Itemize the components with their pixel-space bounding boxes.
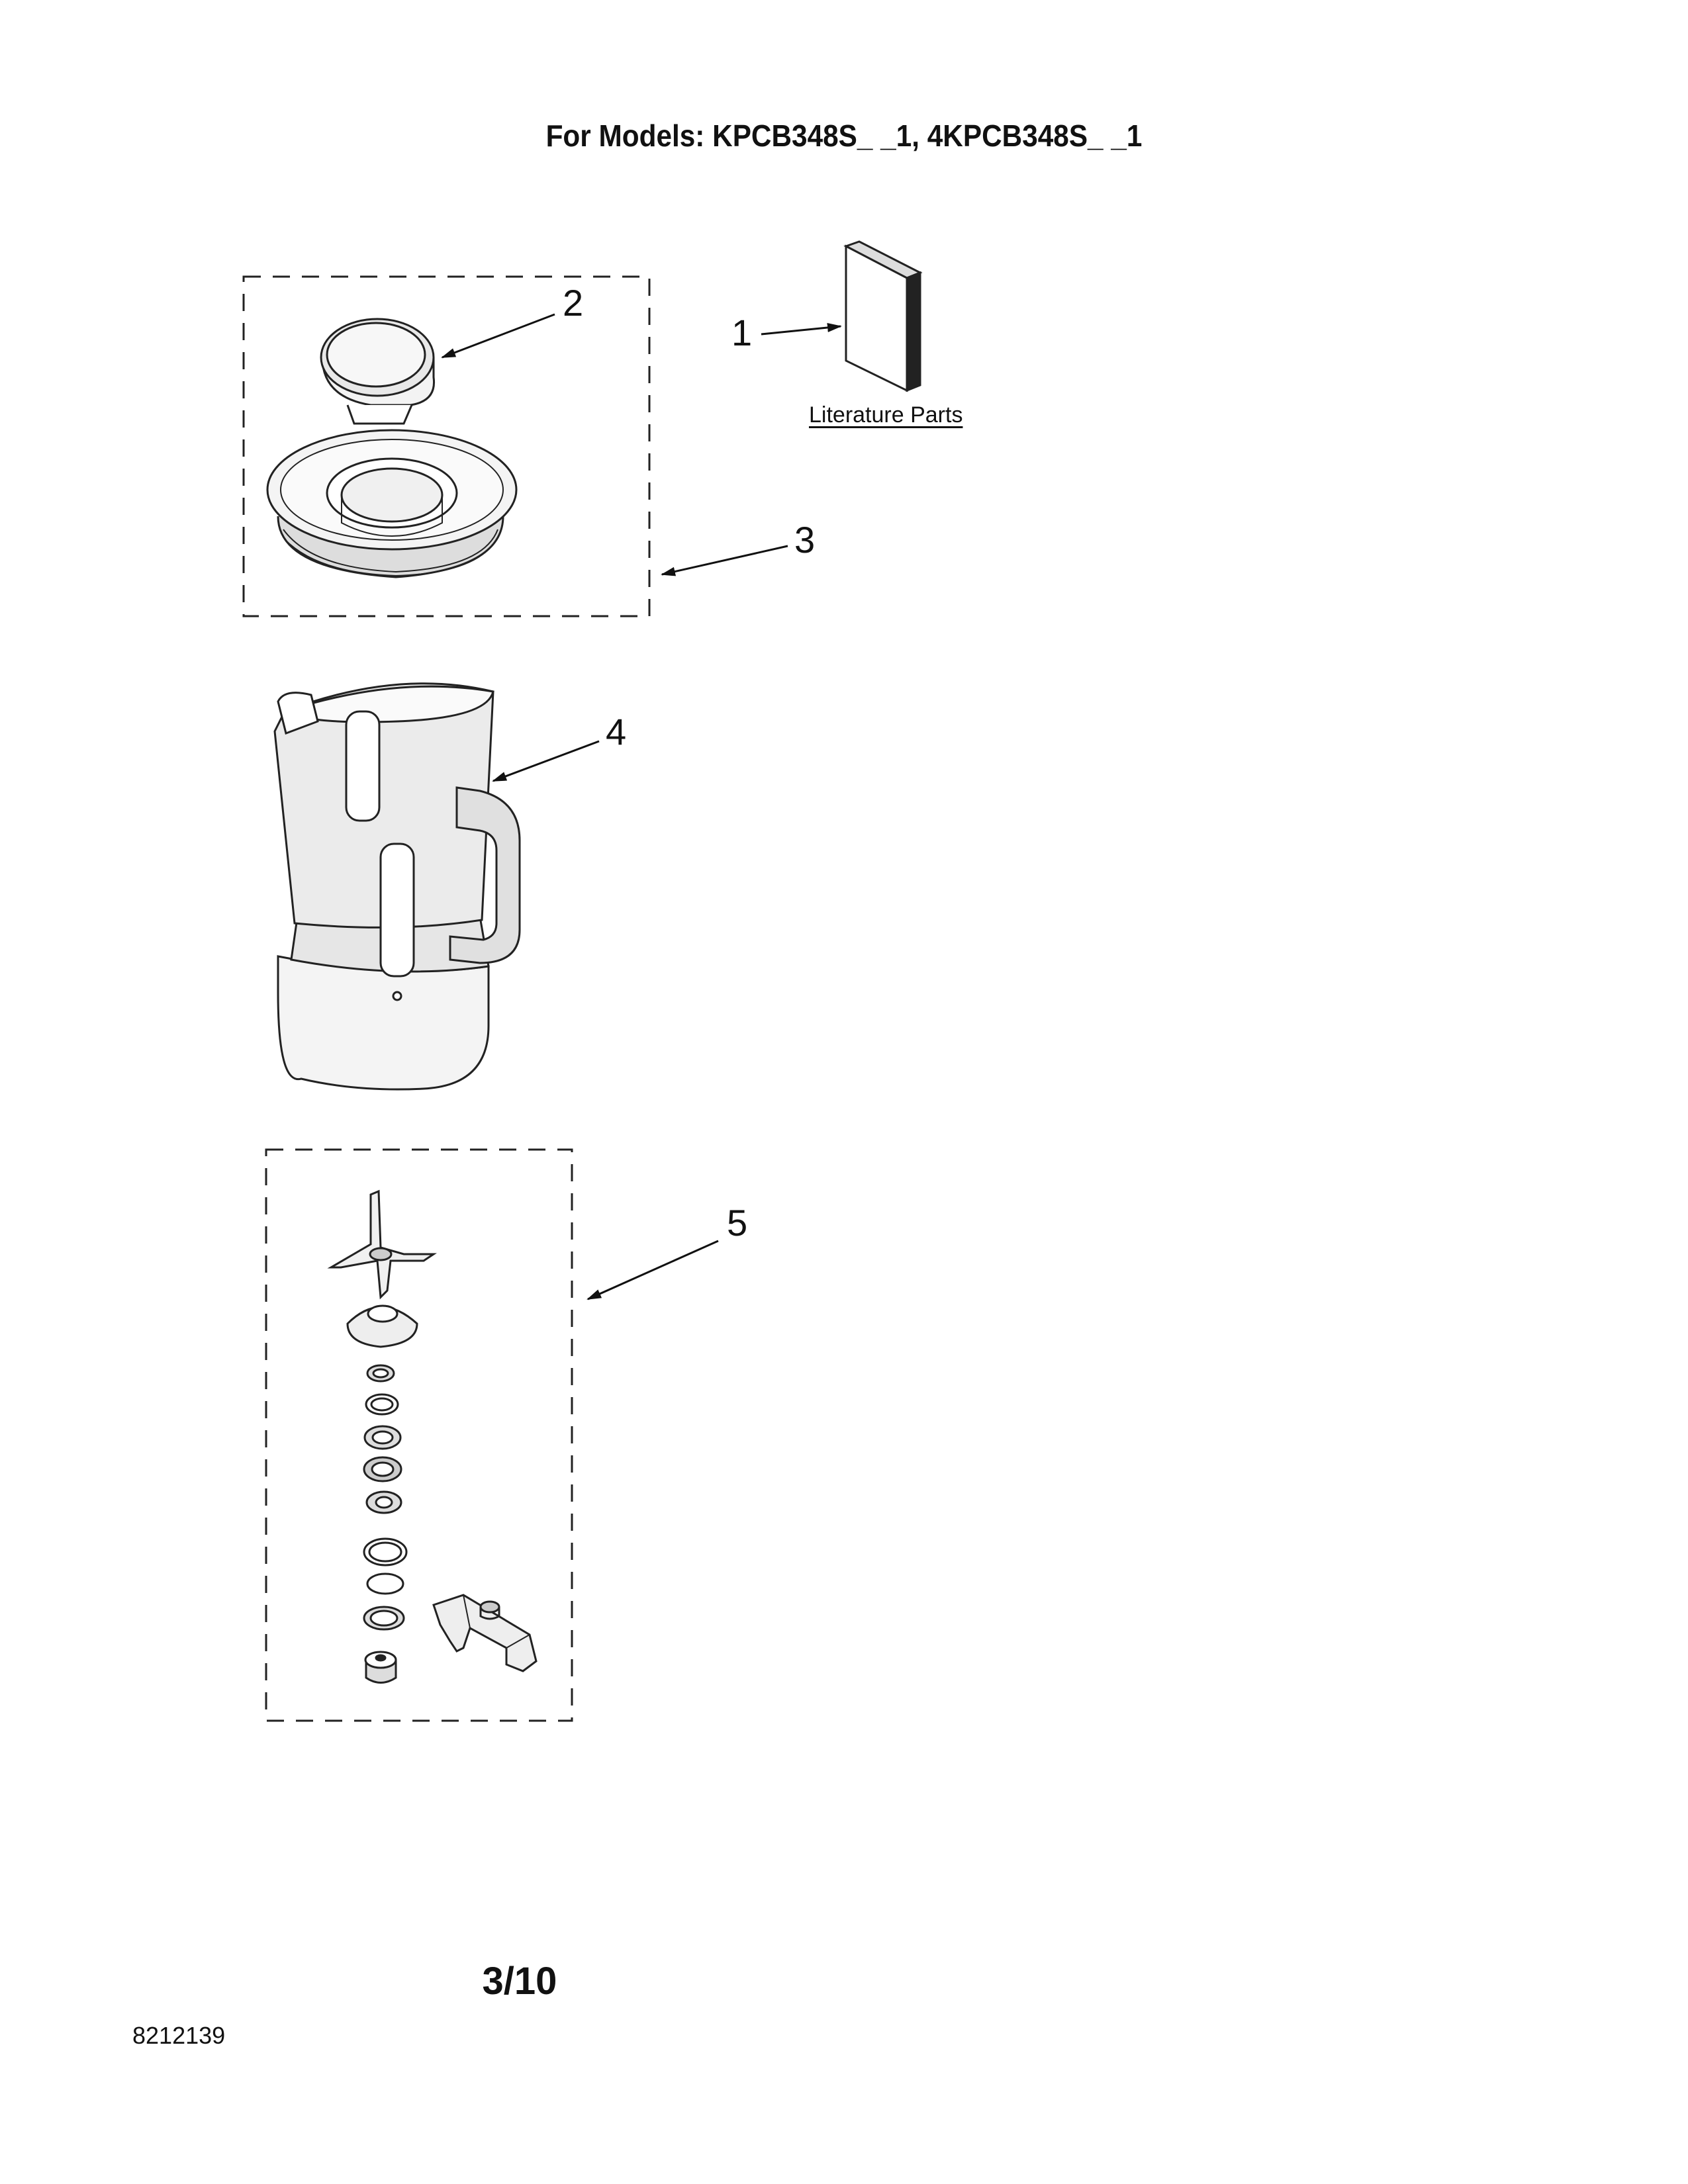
blade-assembly-part: [327, 1189, 538, 1684]
page-title: For Models: KPCB348S_ _1, 4KPCB348S_ _1: [545, 118, 1143, 153]
callout-2: 2: [563, 282, 584, 324]
leader-line-1: [761, 323, 842, 336]
callout-4: 4: [606, 711, 627, 752]
leader-line-5: [586, 1240, 719, 1300]
lid-group-box: [242, 275, 651, 617]
callout-3: 3: [794, 519, 816, 561]
lid-cap-part: [320, 318, 436, 425]
callout-1: 1: [731, 312, 753, 353]
lid-ring-part: [266, 429, 518, 578]
callout-5: 5: [727, 1202, 748, 1244]
document-number: 8212139: [132, 2022, 226, 2049]
literature-parts-label: Literature Parts: [809, 402, 963, 428]
blade-assembly-group-box: [265, 1148, 573, 1722]
page-number: 3/10: [482, 1960, 557, 2003]
leader-line-4: [492, 740, 600, 782]
leader-line-2: [441, 313, 555, 359]
literature-booklet-part: [843, 240, 923, 392]
blender-jar-part: [273, 682, 521, 1091]
leader-line-3: [661, 545, 788, 576]
